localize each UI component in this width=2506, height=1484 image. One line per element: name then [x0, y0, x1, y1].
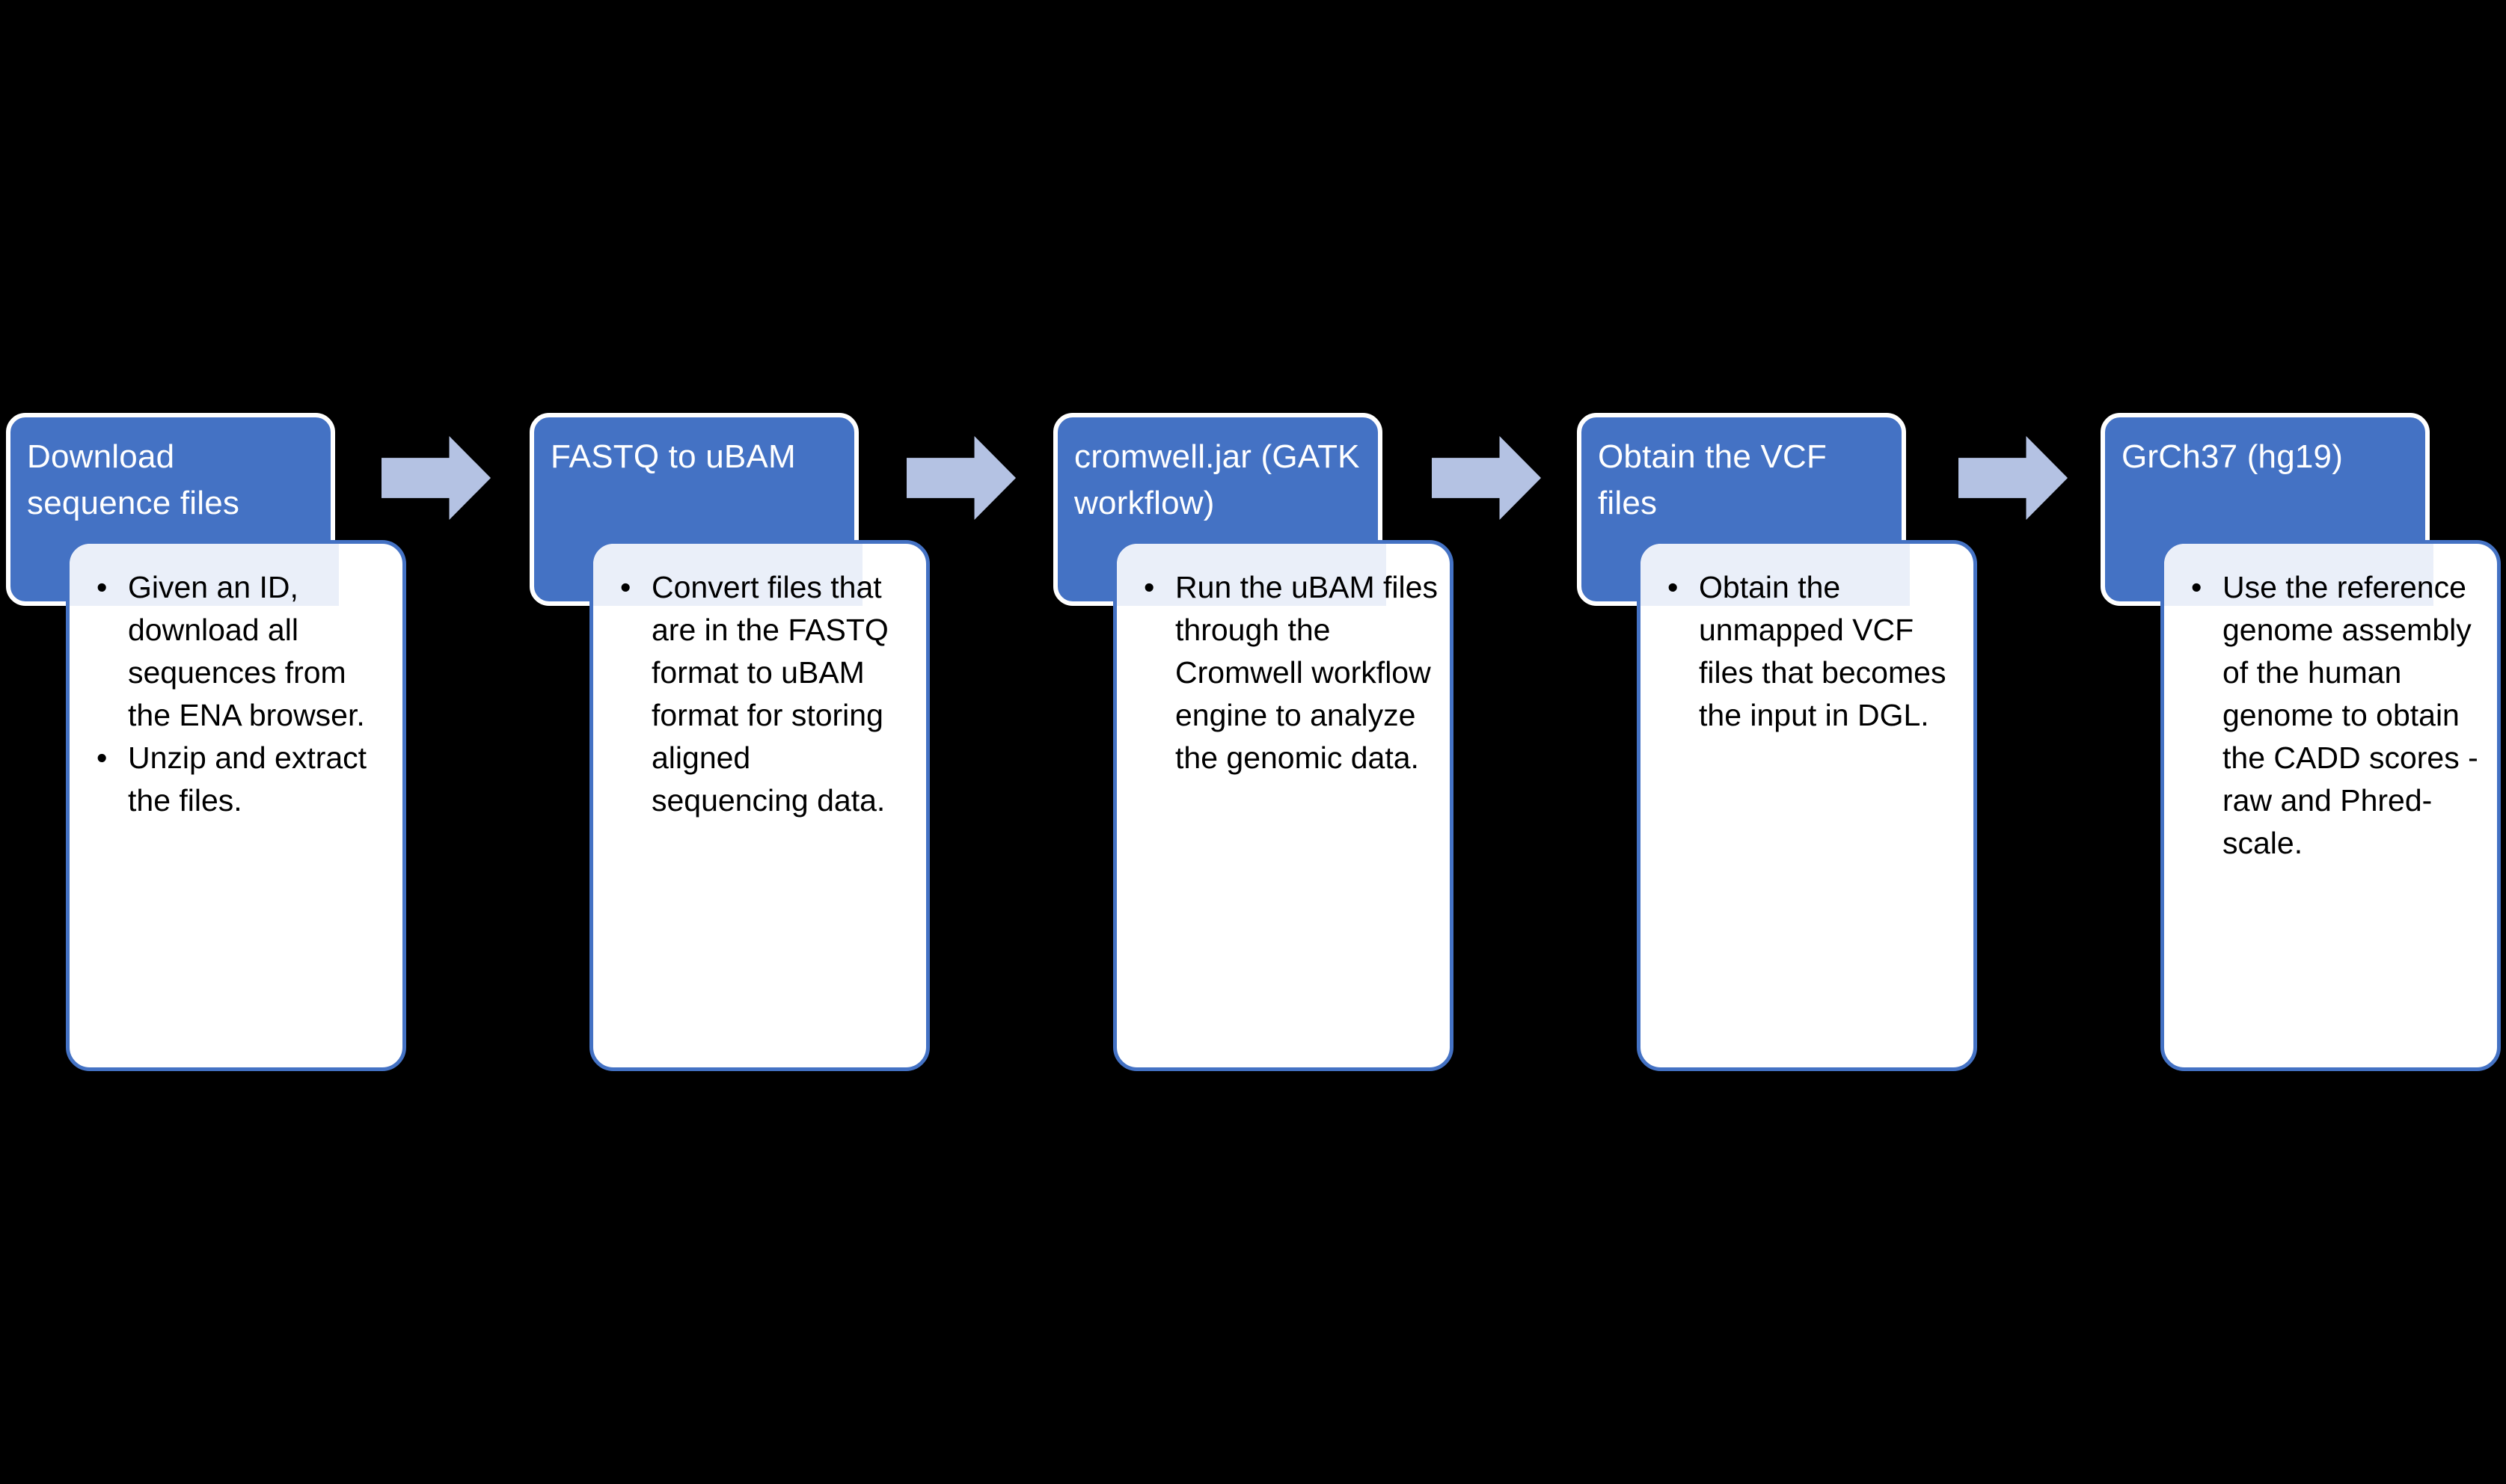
- step-5-detail-card: Use the reference genome assembly of the…: [2160, 540, 2501, 1071]
- process-step-4: Obtain the VCF filesObtain the unmapped …: [1571, 0, 2095, 1484]
- step-2-bullet-list: Convert files that are in the FASTQ form…: [593, 544, 926, 822]
- step-4-bullet-1: Obtain the unmapped VCF files that becom…: [1667, 566, 1961, 737]
- step-1-bullet-2: Unzip and extract the files.: [96, 737, 390, 822]
- step-1-bullet-1: Given an ID, download all sequences from…: [96, 566, 390, 737]
- process-step-1: Download sequence filesGiven an ID, down…: [0, 0, 524, 1484]
- step-2-bullet-1: Convert files that are in the FASTQ form…: [620, 566, 914, 822]
- step-1-bullet-list: Given an ID, download all sequences from…: [70, 544, 402, 822]
- step-5-bullet-list: Use the reference genome assembly of the…: [2164, 544, 2497, 865]
- step-3-detail-card: Run the uBAM files through the Cromwell …: [1113, 540, 1453, 1071]
- step-3-bullet-1: Run the uBAM files through the Cromwell …: [1144, 566, 1438, 779]
- step-1-detail-card: Given an ID, download all sequences from…: [66, 540, 406, 1071]
- step-3-bullet-list: Run the uBAM files through the Cromwell …: [1117, 544, 1450, 779]
- process-step-5: GrCh37 (hg19)Use the reference genome as…: [2095, 0, 2506, 1484]
- process-step-3: cromwell.jar (GATK workflow)Run the uBAM…: [1047, 0, 1571, 1484]
- step-4-detail-card: Obtain the unmapped VCF files that becom…: [1637, 540, 1977, 1071]
- process-step-2: FASTQ to uBAMConvert files that are in t…: [524, 0, 1047, 1484]
- step-2-detail-card: Convert files that are in the FASTQ form…: [589, 540, 930, 1071]
- step-4-bullet-list: Obtain the unmapped VCF files that becom…: [1640, 544, 1973, 737]
- step-5-bullet-1: Use the reference genome assembly of the…: [2191, 566, 2485, 865]
